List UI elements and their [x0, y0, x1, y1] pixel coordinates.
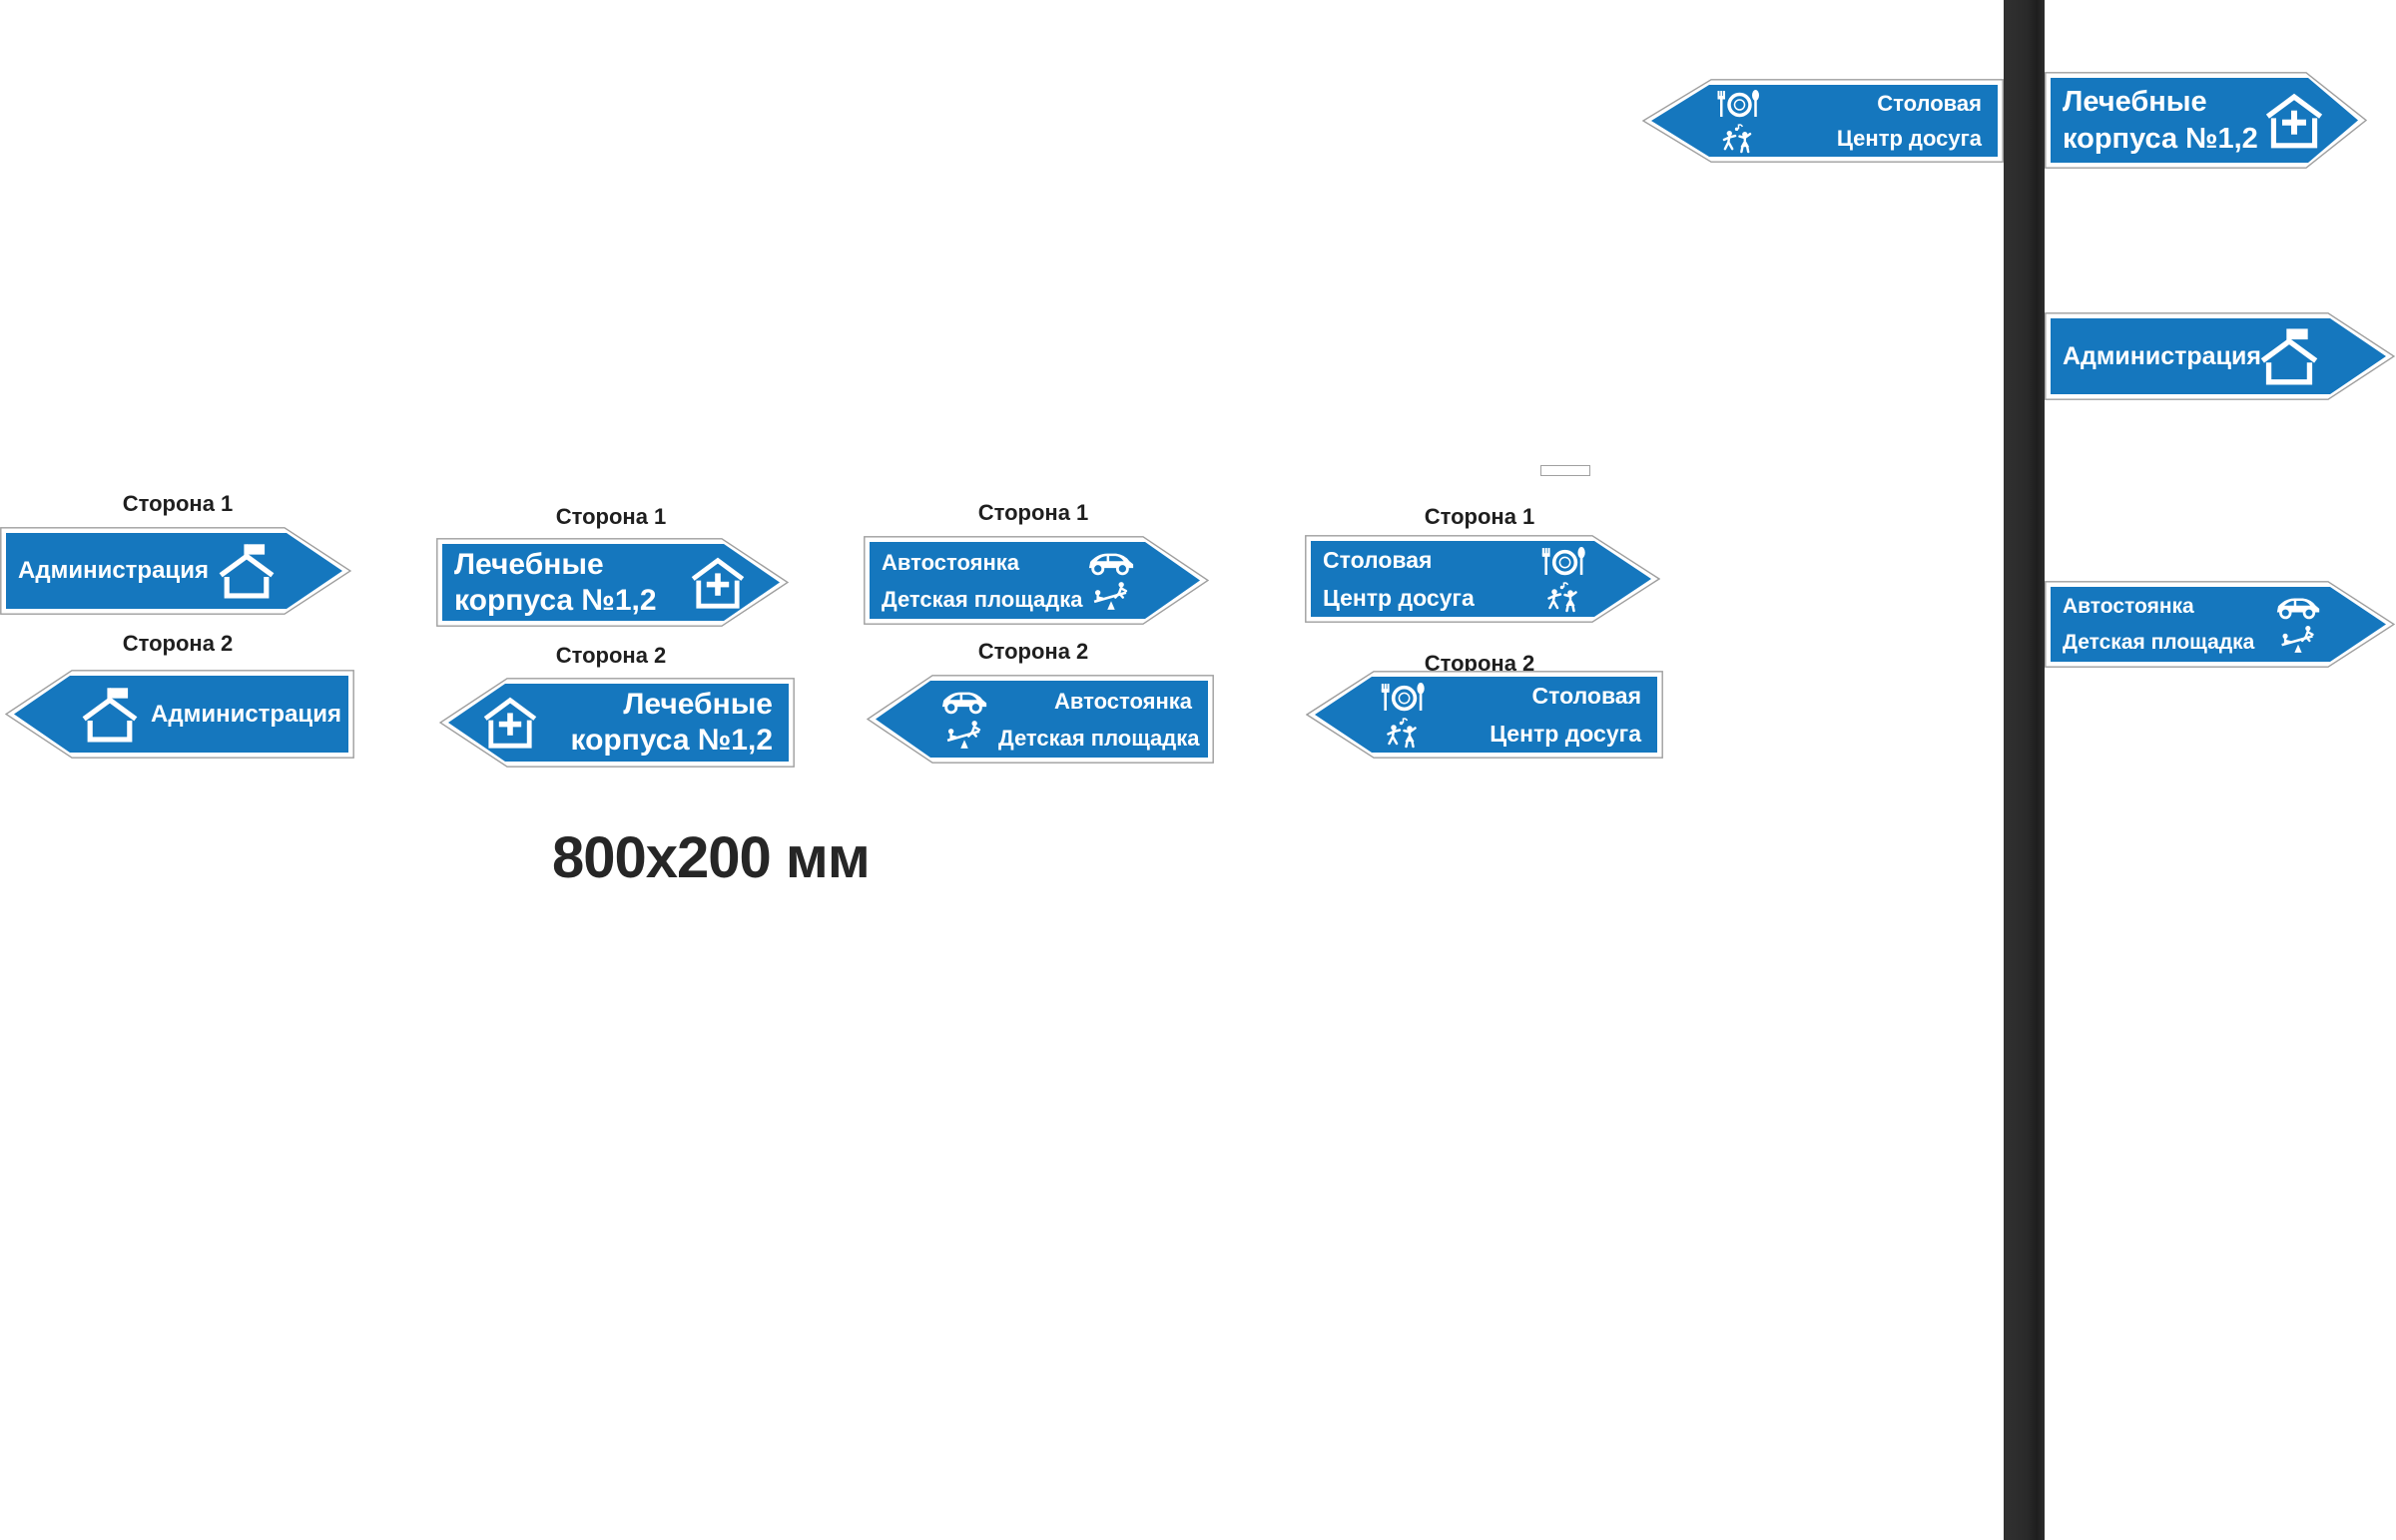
house-cross-icon — [2263, 91, 2325, 151]
seesaw-icon — [1090, 581, 1132, 612]
car-icon — [2275, 594, 2321, 620]
house-flag-icon — [2257, 326, 2321, 386]
side-label: Сторона 1 — [1424, 504, 1535, 529]
sign-canteen-leisure-side2: Столовая Центр досуга — [1306, 671, 1663, 759]
sign-line: Столовая — [1323, 547, 1433, 573]
sign-line: Лечебные — [623, 688, 773, 721]
side-label: Сторона 1 — [977, 500, 1089, 525]
sign-medical-buildings-side2: Лечебные корпуса №1,2 — [439, 678, 795, 768]
signpost-pole — [2004, 0, 2045, 1540]
car-icon — [1087, 549, 1135, 576]
dimension-label: 800x200 мм — [552, 825, 871, 890]
sign-line: Детская площадка — [882, 586, 1083, 612]
house-cross-icon — [481, 695, 539, 751]
sign-line: Детская площадка — [998, 725, 1200, 751]
seesaw-icon — [2278, 625, 2318, 655]
sign-line: Детская площадка — [2063, 630, 2255, 654]
sign-line: корпуса №1,2 — [570, 724, 773, 757]
mounted-sign-parking-playground: Автостоянка Детская площадка — [2045, 581, 2395, 668]
sign-line: Столовая — [1877, 91, 1982, 116]
dining-icon — [1716, 89, 1760, 119]
sign-line: Лечебные — [2063, 85, 2207, 118]
sign-line: Лечебные — [454, 547, 604, 581]
sign-administration-side1: Администрация — [0, 527, 351, 615]
dance-icon — [1386, 718, 1420, 749]
seesaw-icon — [943, 720, 985, 751]
sign-line: Администрация — [18, 557, 209, 584]
mounted-sign-medical-buildings: Лечебные корпуса №1,2 — [2045, 72, 2367, 169]
sign-line: Администрация — [2063, 341, 2261, 370]
house-flag-icon — [216, 542, 278, 600]
sign-line: Администрация — [151, 700, 341, 728]
sign-line: Автостоянка — [882, 549, 1019, 575]
side-label: Сторона 2 — [122, 631, 234, 656]
sign-line: корпуса №1,2 — [2063, 122, 2258, 155]
side-label: Сторона 2 — [977, 639, 1089, 664]
mounted-sign-administration: Администрация — [2045, 312, 2395, 400]
sign-line: Автостоянка — [2063, 594, 2194, 618]
mounted-sign-canteen-leisure: Столовая Центр досуга — [1642, 79, 2004, 163]
sign-line: Центр досуга — [1836, 126, 1982, 151]
sign-line: Центр досуга — [1490, 721, 1641, 747]
side-label: Сторона 1 — [555, 504, 667, 529]
small-rectangle — [1540, 465, 1590, 476]
house-cross-icon — [689, 555, 747, 611]
sign-parking-playground-side2: Автостоянка Детская площадка — [867, 675, 1214, 764]
side-label: Сторона 2 — [555, 643, 667, 668]
sign-parking-playground-side1: Автостоянка Детская площадка — [864, 536, 1209, 625]
sign-line: Центр досуга — [1323, 585, 1475, 611]
sign-line: Столовая — [1531, 683, 1641, 709]
sign-line: Автостоянка — [1054, 688, 1192, 714]
sign-administration-side2: Администрация — [5, 670, 354, 759]
sign-medical-buildings-side1: Лечебные корпуса №1,2 — [436, 538, 789, 627]
house-flag-icon — [79, 686, 141, 744]
dance-icon — [1546, 582, 1580, 613]
dance-icon — [1722, 124, 1754, 154]
dining-icon — [1380, 682, 1426, 713]
sign-canteen-leisure-side1: Столовая Центр досуга — [1305, 535, 1660, 623]
dining-icon — [1540, 546, 1586, 577]
sign-line: корпуса №1,2 — [454, 583, 657, 617]
car-icon — [940, 688, 988, 715]
side-label: Сторона 1 — [122, 491, 234, 516]
